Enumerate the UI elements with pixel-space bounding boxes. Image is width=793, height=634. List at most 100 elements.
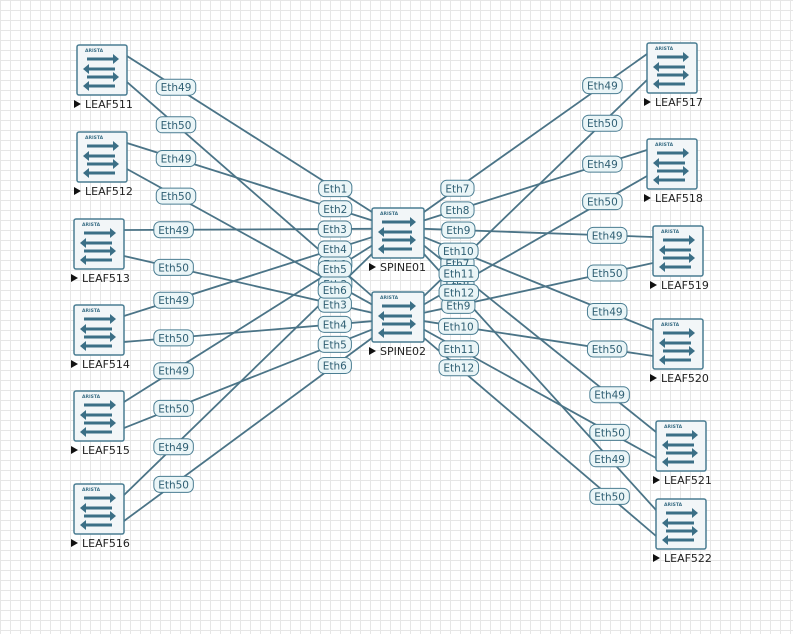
port-labels-layer: Eth49Eth1Eth50Eth1Eth49Eth2Eth50Eth2Eth4… (153, 77, 630, 505)
svg-text:Eth11: Eth11 (443, 269, 474, 281)
device-leaf512[interactable]: ARISTA LEAF512 (74, 131, 133, 198)
port-label-SPINE02-Eth3: Eth3 (317, 295, 352, 313)
svg-text:ARISTA: ARISTA (82, 308, 101, 314)
devices-layer: ARISTALEAF511ARISTALEAF512ARISTALEAF513A… (71, 42, 712, 565)
port-label-LEAF522-Eth49: Eth49 (589, 450, 630, 468)
port-label-LEAF511-Eth49: Eth49 (155, 78, 197, 96)
expand-triangle-icon (653, 476, 660, 484)
device-label: LEAF517 (644, 96, 703, 109)
port-label-LEAF521-Eth50: Eth50 (589, 423, 630, 441)
port-label-SPINE01-Eth3: Eth3 (317, 220, 352, 238)
svg-text:Eth49: Eth49 (587, 81, 618, 93)
svg-text:Eth12: Eth12 (443, 287, 474, 299)
svg-text:Eth9: Eth9 (446, 225, 470, 237)
port-label-SPINE01-Eth12: Eth12 (438, 283, 480, 301)
device-leaf522[interactable]: ARISTA LEAF522 (653, 498, 712, 565)
device-label: LEAF512 (74, 185, 133, 198)
device-label: LEAF516 (71, 537, 130, 550)
port-label-LEAF518-Eth50: Eth50 (582, 193, 623, 211)
svg-text:LEAF517: LEAF517 (655, 96, 703, 109)
svg-text:LEAF522: LEAF522 (664, 552, 712, 565)
port-label-LEAF514-Eth50: Eth50 (153, 329, 194, 347)
device-leaf520[interactable]: ARISTA LEAF520 (650, 318, 709, 385)
svg-text:Eth49: Eth49 (161, 153, 192, 165)
svg-text:Eth49: Eth49 (158, 442, 189, 454)
device-label: LEAF522 (653, 552, 712, 565)
svg-text:Eth10: Eth10 (443, 246, 474, 258)
svg-text:LEAF512: LEAF512 (85, 185, 133, 198)
svg-text:ARISTA: ARISTA (85, 135, 104, 141)
svg-text:LEAF514: LEAF514 (82, 358, 130, 371)
port-label-SPINE01-Eth10: Eth10 (438, 242, 479, 260)
svg-text:LEAF516: LEAF516 (82, 537, 130, 550)
port-label-LEAF512-Eth49: Eth49 (155, 149, 197, 167)
svg-text:ARISTA: ARISTA (661, 322, 680, 328)
svg-text:ARISTA: ARISTA (655, 142, 674, 148)
port-label-LEAF516-Eth49: Eth49 (153, 438, 194, 456)
svg-text:Eth49: Eth49 (161, 82, 192, 94)
svg-text:Eth1: Eth1 (323, 184, 347, 196)
svg-text:Eth12: Eth12 (443, 363, 474, 375)
port-label-LEAF515-Eth50: Eth50 (153, 399, 194, 417)
svg-text:Eth50: Eth50 (587, 118, 618, 130)
port-label-LEAF518-Eth49: Eth49 (582, 155, 623, 173)
svg-text:Eth7: Eth7 (445, 183, 469, 195)
device-label: LEAF514 (71, 358, 130, 371)
svg-text:LEAF521: LEAF521 (664, 474, 712, 487)
port-label-SPINE02-Eth5: Eth5 (317, 335, 352, 353)
port-label-LEAF517-Eth50: Eth50 (582, 114, 623, 132)
port-label-SPINE01-Eth2: Eth2 (318, 200, 353, 218)
svg-text:Eth49: Eth49 (158, 366, 189, 378)
svg-text:Eth50: Eth50 (592, 344, 623, 356)
svg-text:Eth50: Eth50 (592, 268, 623, 280)
port-label-LEAF520-Eth50: Eth50 (586, 340, 628, 358)
svg-text:ARISTA: ARISTA (380, 211, 399, 217)
expand-triangle-icon (650, 281, 657, 289)
svg-text:Eth49: Eth49 (158, 295, 189, 307)
svg-text:ARISTA: ARISTA (664, 502, 683, 508)
port-label-LEAF522-Eth50: Eth50 (589, 487, 630, 505)
device-label: LEAF515 (71, 444, 130, 457)
svg-text:Eth49: Eth49 (594, 390, 625, 402)
port-label-SPINE02-Eth12: Eth12 (438, 359, 480, 377)
port-label-SPINE01-Eth6: Eth6 (317, 281, 352, 299)
svg-text:Eth9: Eth9 (446, 300, 470, 312)
port-label-SPINE01-Eth1: Eth1 (318, 180, 353, 198)
svg-text:Eth6: Eth6 (323, 360, 347, 372)
port-label-LEAF513-Eth50: Eth50 (153, 258, 194, 276)
svg-text:Eth11: Eth11 (443, 344, 474, 356)
device-leaf518[interactable]: ARISTA LEAF518 (644, 138, 703, 205)
port-label-LEAF515-Eth49: Eth49 (153, 362, 194, 380)
svg-text:LEAF511: LEAF511 (85, 98, 133, 111)
svg-text:Eth5: Eth5 (323, 264, 347, 276)
svg-text:Eth3: Eth3 (323, 224, 347, 236)
device-leaf514[interactable]: ARISTA LEAF514 (71, 304, 130, 371)
device-label: LEAF521 (653, 474, 712, 487)
expand-triangle-icon (369, 347, 376, 355)
port-label-SPINE01-Eth5: Eth5 (317, 260, 352, 278)
expand-triangle-icon (71, 539, 78, 547)
svg-text:Eth50: Eth50 (158, 479, 189, 491)
svg-text:LEAF513: LEAF513 (82, 272, 130, 285)
svg-text:LEAF515: LEAF515 (82, 444, 130, 457)
device-label: SPINE02 (369, 345, 426, 358)
port-label-SPINE01-Eth4: Eth4 (317, 240, 352, 258)
expand-triangle-icon (71, 274, 78, 282)
svg-text:Eth50: Eth50 (161, 191, 192, 203)
port-label-LEAF511-Eth50: Eth50 (155, 116, 197, 134)
port-label-SPINE01-Eth7: Eth7 (440, 179, 475, 197)
device-label: LEAF518 (644, 192, 703, 205)
svg-text:Eth4: Eth4 (323, 244, 347, 256)
svg-text:LEAF520: LEAF520 (661, 372, 709, 385)
port-label-LEAF520-Eth49: Eth49 (586, 302, 628, 320)
